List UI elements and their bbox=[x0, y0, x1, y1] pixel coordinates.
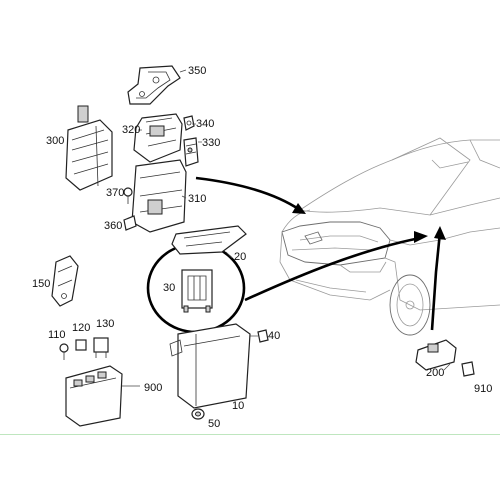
part-300-holder bbox=[65, 105, 113, 191]
part-910-connector bbox=[461, 361, 475, 377]
label-part-350: 350 bbox=[188, 65, 207, 77]
label-part-320: 320 bbox=[122, 124, 141, 136]
part-150-bracket bbox=[51, 255, 79, 307]
bottom-divider bbox=[0, 434, 500, 435]
label-part-200: 200 bbox=[426, 367, 445, 379]
leader-350 bbox=[179, 69, 187, 73]
part-50-grommet bbox=[191, 408, 205, 420]
label-part-310: 310 bbox=[188, 193, 207, 205]
part-360-clip bbox=[123, 215, 137, 231]
arrowhead-engine-bay bbox=[292, 203, 306, 214]
label-part-900: 900 bbox=[144, 382, 163, 394]
part-200-module bbox=[415, 339, 457, 371]
arrow-to-engine-bay bbox=[195, 176, 301, 212]
part-30-frame bbox=[181, 269, 213, 313]
label-part-910: 910 bbox=[474, 383, 493, 395]
label-part-340: 340 bbox=[196, 118, 215, 130]
part-40-clip bbox=[257, 329, 269, 343]
part-310-housing bbox=[131, 159, 187, 233]
label-part-30: 30 bbox=[163, 282, 176, 294]
part-340-clip bbox=[183, 115, 195, 131]
part-350-bracket bbox=[127, 65, 181, 105]
arrow-to-cabin bbox=[244, 236, 421, 302]
label-part-40: 40 bbox=[268, 330, 281, 342]
label-part-110: 110 bbox=[48, 329, 66, 341]
part-10-mainbox bbox=[169, 323, 251, 409]
part-330-connector bbox=[183, 137, 199, 167]
label-part-330: 330 bbox=[202, 137, 221, 149]
label-part-120: 120 bbox=[72, 322, 91, 334]
part-110-screw bbox=[59, 343, 69, 360]
arrowhead-cabin bbox=[414, 231, 428, 243]
label-part-20: 20 bbox=[234, 251, 247, 263]
label-part-150: 150 bbox=[32, 278, 51, 290]
label-part-130: 130 bbox=[96, 318, 115, 330]
part-900-fusebox bbox=[65, 365, 123, 427]
label-part-370: 370 bbox=[106, 187, 125, 199]
part-20-cover bbox=[171, 225, 247, 255]
leader-200 bbox=[443, 363, 451, 371]
part-370-screw bbox=[123, 187, 133, 204]
arrow-from-module bbox=[430, 231, 442, 331]
part-320-bracket bbox=[133, 113, 183, 163]
label-part-50: 50 bbox=[208, 418, 221, 430]
car-outline bbox=[279, 137, 500, 336]
leader-20 bbox=[225, 251, 233, 259]
label-part-300: 300 bbox=[46, 135, 65, 147]
part-120-nut bbox=[75, 339, 87, 351]
leader-310 bbox=[181, 195, 187, 199]
part-130-relay bbox=[93, 337, 109, 358]
arrowhead-module bbox=[434, 226, 446, 240]
label-part-360: 360 bbox=[104, 220, 123, 232]
label-part-10: 10 bbox=[232, 400, 245, 412]
